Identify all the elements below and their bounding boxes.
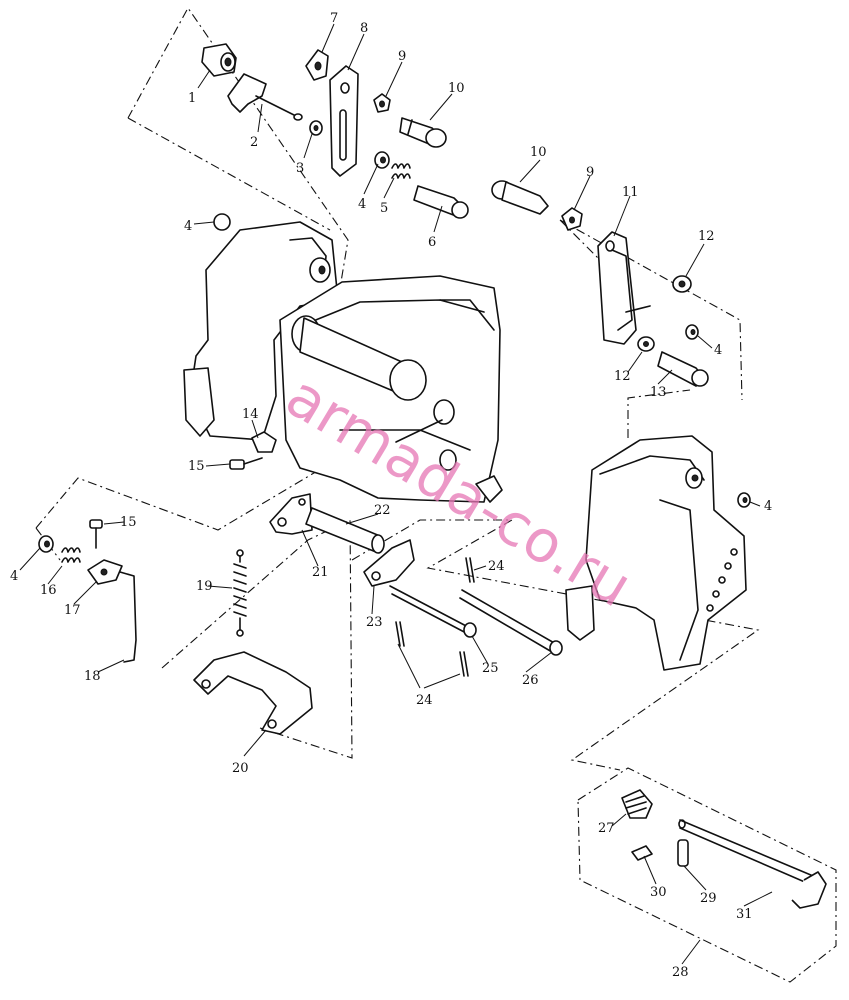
part-22-sleeve <box>305 507 385 554</box>
part-5-spring <box>391 163 411 179</box>
part-15-screw-b <box>89 519 103 549</box>
label-part-28: 28 <box>672 965 689 980</box>
label-part-14: 14 <box>242 407 259 422</box>
part-4-clip-f <box>737 492 751 508</box>
part-23-lever <box>363 539 415 587</box>
label-part-16: 16 <box>40 583 57 598</box>
swivel-bracket-body <box>279 275 503 503</box>
part-7-plate <box>305 49 329 81</box>
label-part-6: 6 <box>428 235 436 250</box>
right-arm-group-frame <box>559 219 743 401</box>
label-part-29: 29 <box>700 891 717 906</box>
part-4-clip-a <box>374 151 390 169</box>
label-part-21: 21 <box>312 565 329 580</box>
label-part-18: 18 <box>84 669 101 684</box>
part-25-shaft <box>389 585 477 638</box>
label-part-9-b: 9 <box>586 165 594 180</box>
part-15-screw-a <box>229 457 263 470</box>
label-part-4-b: 4 <box>184 219 192 234</box>
part-3-washer <box>309 120 323 136</box>
part-4-clip-e <box>38 535 54 553</box>
part-30-pin <box>631 845 653 861</box>
label-part-26: 26 <box>522 673 539 688</box>
right-clamp-bracket <box>565 435 747 671</box>
part-21-lever <box>269 493 313 535</box>
label-part-27: 27 <box>598 821 615 836</box>
label-part-4-d: 4 <box>764 499 772 514</box>
part-1-block <box>201 43 237 77</box>
part-13-bolt <box>657 351 709 387</box>
label-part-8: 8 <box>360 21 368 36</box>
part-10-pin-a <box>399 117 447 148</box>
label-part-5: 5 <box>380 201 388 216</box>
label-part-4-a: 4 <box>358 197 366 212</box>
label-part-10-a: 10 <box>448 81 465 96</box>
label-part-10-b: 10 <box>530 145 547 160</box>
adjustment-holes <box>706 548 738 612</box>
label-part-2: 2 <box>250 135 258 150</box>
label-part-24-b: 24 <box>416 693 433 708</box>
top-group-frame <box>127 6 349 301</box>
part-27-knob <box>621 789 653 819</box>
part-24-cotter-pins <box>395 557 475 677</box>
part-11-lever-plate <box>597 231 651 345</box>
tilt-lever-group-frame <box>577 767 837 983</box>
part-6-pin <box>413 185 469 219</box>
part-18-rod <box>119 571 137 663</box>
label-part-24-a: 24 <box>488 559 505 574</box>
label-part-15-b: 15 <box>120 515 137 530</box>
bracket-group-frame <box>161 519 353 759</box>
part-8-slotted-link <box>329 65 359 177</box>
label-part-19: 19 <box>196 579 213 594</box>
label-part-12-b: 12 <box>614 369 631 384</box>
part-20-bracket <box>193 651 313 735</box>
pivot-group-frame <box>351 519 760 771</box>
part-number-labels: 1 2 3 4 5 6 7 8 9 10 10 9 11 12 4 12 13 … <box>10 11 772 980</box>
label-part-23: 23 <box>366 615 383 630</box>
left-clamp-bracket <box>183 213 339 441</box>
label-part-4-e: 4 <box>10 569 18 584</box>
part-16-spring <box>61 547 81 563</box>
label-part-7: 7 <box>330 11 338 26</box>
label-part-12-a: 12 <box>698 229 715 244</box>
label-part-11: 11 <box>622 185 639 200</box>
part-9-nut-b <box>561 207 583 231</box>
part-10-pin-b <box>491 180 549 215</box>
label-part-9-a: 9 <box>398 49 406 64</box>
part-29-sleeve <box>677 839 689 867</box>
part-31-lever-rod <box>678 819 827 909</box>
part-12-washer-b <box>637 336 655 352</box>
label-part-17: 17 <box>64 603 81 618</box>
part-9-nut-a <box>373 93 391 113</box>
label-part-30: 30 <box>650 885 667 900</box>
part-4-clip-c <box>685 324 699 340</box>
label-part-22: 22 <box>374 503 391 518</box>
right-bracket-frame <box>627 389 691 438</box>
label-part-20: 20 <box>232 761 249 776</box>
part-17-cam <box>87 559 123 585</box>
label-part-3: 3 <box>296 161 304 176</box>
label-part-4-c: 4 <box>714 343 722 358</box>
label-part-31: 31 <box>736 907 753 922</box>
part-12-washer-a <box>672 275 692 293</box>
leader-lines <box>19 23 773 965</box>
label-part-13: 13 <box>650 385 667 400</box>
label-part-25: 25 <box>482 661 499 676</box>
label-part-15-a: 15 <box>188 459 205 474</box>
part-2-linkage <box>227 73 303 121</box>
part-26-shaft <box>459 589 563 656</box>
part-19-spring <box>233 549 247 637</box>
label-part-1: 1 <box>188 91 196 106</box>
